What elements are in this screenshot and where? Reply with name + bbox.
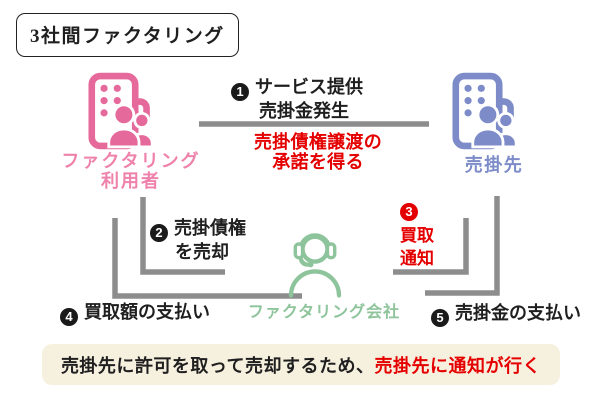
client-building-icon [452, 72, 518, 150]
step5-label: 5 売掛金の支払い [431, 303, 581, 327]
page-title: 3社間ファクタリング [30, 26, 225, 47]
company-headset-icon [288, 233, 342, 298]
company-label: ファクタリング会社 [247, 304, 401, 321]
user-label: ファクタリング 利用者 [48, 151, 214, 191]
step2-line2: を売却 [175, 242, 229, 262]
note-text-normal: 売掛先に許可を取って売却するため、 [60, 355, 375, 376]
consent-annotation: 売掛債権譲渡の 承諾を得る [238, 132, 398, 172]
step2-line1: 売掛債権 [174, 218, 246, 238]
step1-line2: 売掛金発生 [259, 101, 349, 121]
step2-label: 2 売掛債権 を売却 [150, 218, 246, 263]
consent-line1: 売掛債権譲渡の [253, 132, 383, 152]
step3-line1: 買取 [400, 226, 434, 245]
step5-text: 売掛金の支払い [455, 303, 581, 323]
note-text-highlight: 売掛先に通知が行く [374, 355, 542, 376]
user-label-line1: ファクタリング [61, 151, 201, 171]
title-box: 3社間ファクタリング [16, 13, 239, 57]
client-label: 売掛先 [464, 155, 524, 175]
bottom-note: 売掛先に許可を取って売却するため、売掛先に通知が行く [42, 344, 560, 385]
step4-label: 4 買取額の支払い [60, 302, 210, 326]
step1-label: 1 サービス提供 売掛金発生 [231, 77, 363, 122]
step1-badge: 1 [231, 83, 249, 101]
step4-badge: 4 [60, 308, 78, 326]
step3-label: 3 買取 通知 [400, 196, 434, 270]
step3-line2: 通知 [400, 249, 434, 268]
arrow-receivable-payment [425, 196, 500, 296]
step4-text: 買取額の支払い [84, 302, 210, 322]
step3-badge: 3 [400, 203, 418, 221]
step5-badge: 5 [431, 309, 449, 327]
user-building-icon [88, 72, 154, 150]
consent-line2: 承諾を得る [272, 152, 364, 172]
step1-line1: サービス提供 [255, 77, 363, 97]
step2-badge: 2 [150, 224, 168, 242]
user-label-line2: 利用者 [101, 171, 161, 191]
